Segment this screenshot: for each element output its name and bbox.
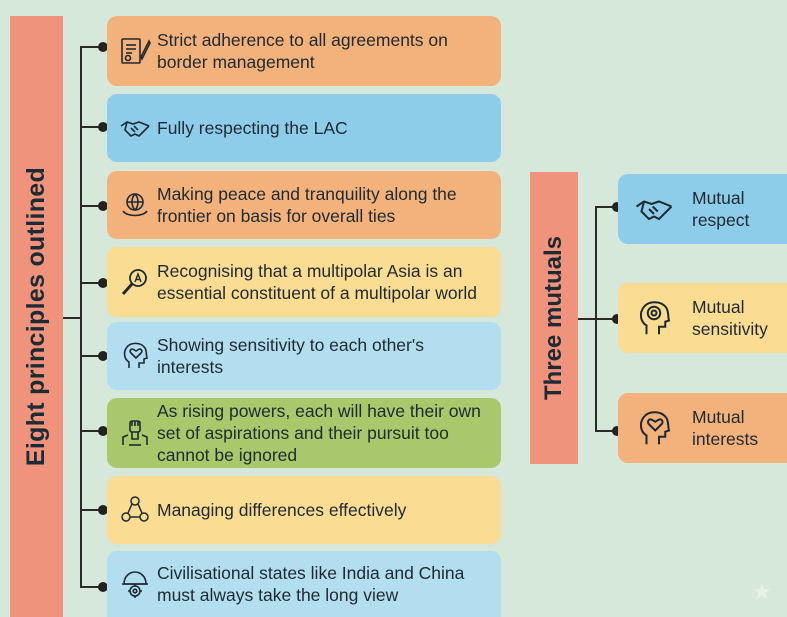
principle-text-1: Strict adherence to all agreements on bo…: [157, 30, 448, 72]
principle-card-3: Making peace and tranquility along the f…: [107, 171, 501, 239]
principle-card-5: Showing sensitivity to each other's inte…: [107, 322, 501, 390]
head-heart-icon: [632, 406, 676, 450]
magnifier-a-icon: [117, 264, 153, 300]
principle-text-8: Civilisational states like India and Chi…: [157, 563, 465, 605]
principle-card-8: Civilisational states like India and Chi…: [107, 551, 501, 617]
principles-heading: Eight principles outlined: [22, 166, 50, 467]
principle-text-3: Making peace and tranquility along the f…: [157, 184, 457, 226]
principle-card-1: Strict adherence to all agreements on bo…: [107, 16, 501, 86]
mutual-interests-line2: interests: [692, 429, 759, 449]
document-pen-icon: [117, 33, 153, 69]
mutual-sensitivity-line1: Mutual: [692, 297, 745, 317]
mutual-sensitivity-line2: sensitivity: [692, 319, 768, 339]
star-watermark-icon: ★: [752, 579, 772, 604]
handshake-icon: [117, 110, 153, 146]
helmet-gear-icon: [117, 566, 153, 602]
mutual-respect-line2: respect: [692, 210, 750, 230]
head-heart-icon: [117, 338, 153, 374]
principles-side-label: Eight principles outlined: [10, 16, 63, 617]
principle-card-7: Managing differences effectively: [107, 476, 501, 544]
mutuals-side-label: Three mutuals: [530, 172, 578, 464]
mutual-interests-line1: Mutual: [692, 407, 745, 427]
principle-text-2: Fully respecting the LAC: [157, 118, 348, 138]
network-people-icon: [117, 492, 153, 528]
mutual-card-sensitivity: Mutual sensitivity: [618, 283, 787, 353]
principle-text-5: Showing sensitivity to each other's inte…: [157, 335, 424, 377]
handshake-icon: [632, 187, 676, 231]
principle-text-7: Managing differences effectively: [157, 500, 407, 520]
mutual-respect-line1: Mutual: [692, 188, 745, 208]
raised-fist-icon: [117, 415, 153, 451]
mutuals-heading: Three mutuals: [540, 235, 568, 401]
principle-card-4: Recognising that a multipolar Asia is an…: [107, 247, 501, 317]
globe-hands-icon: [117, 187, 153, 223]
mutual-card-interests: Mutual interests: [618, 393, 787, 463]
principle-text-6: As rising powers, each will have their o…: [157, 401, 481, 465]
principle-card-2: Fully respecting the LAC: [107, 94, 501, 162]
head-target-icon: [632, 296, 676, 340]
mutual-card-respect: Mutual respect: [618, 174, 787, 244]
principle-text-4: Recognising that a multipolar Asia is an…: [157, 261, 478, 303]
principle-card-6: As rising powers, each will have their o…: [107, 398, 501, 468]
